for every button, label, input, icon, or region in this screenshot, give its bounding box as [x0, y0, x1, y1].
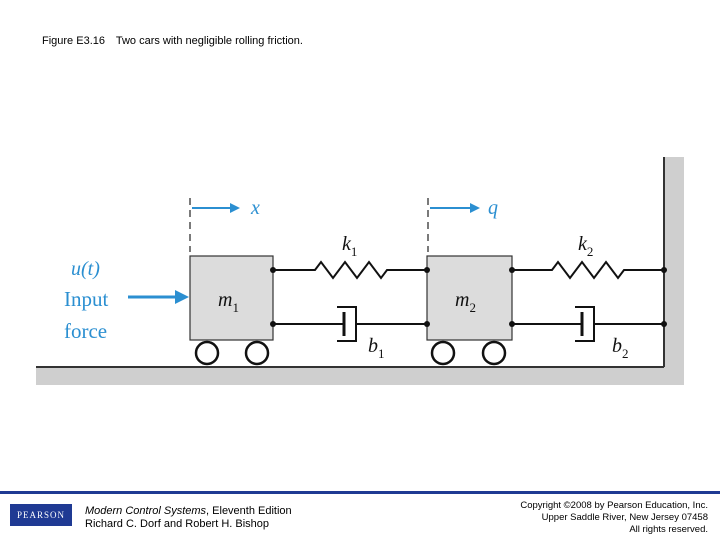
wall [664, 157, 684, 385]
input-force-arrow-head [175, 290, 189, 304]
copyright-line-1: Copyright ©2008 by Pearson Education, In… [520, 500, 708, 511]
q-label: q [488, 197, 498, 219]
figure-title: Two cars with negligible rolling frictio… [115, 35, 303, 47]
copyright-line-2: Upper Saddle River, New Jersey 07458 [541, 512, 708, 523]
b2-label: b2 [612, 335, 629, 361]
book-authors: Richard C. Dorf and Robert H. Bishop [85, 518, 270, 530]
figure-caption: Figure E3.16 Two cars with negligible ro… [42, 35, 303, 47]
m2-label: m2 [455, 289, 476, 315]
cart-m2-wheel-right [481, 340, 507, 366]
copyright-notice: Copyright ©2008 by Pearson Education, In… [520, 500, 708, 536]
x-label: x [250, 197, 260, 219]
book-credit: Modern Control Systems, Eleventh Edition… [85, 505, 292, 531]
ground [36, 367, 684, 385]
spring-k2 [512, 260, 664, 280]
cart-m1 [189, 255, 274, 341]
cart-m2-wheel-left [430, 340, 456, 366]
q-arrow-head [470, 203, 480, 213]
k2-label: k2 [578, 233, 593, 259]
force-label: force [64, 319, 107, 343]
publisher-logo: PEARSON [10, 504, 72, 526]
cart-m1-wheel-left [194, 340, 220, 366]
copyright-line-3: All rights reserved. [629, 524, 708, 535]
u-t-label: u(t) [71, 258, 100, 280]
spring-k1 [273, 260, 427, 280]
m1-label: m1 [218, 289, 239, 315]
figure-number: Figure E3.16 [42, 35, 105, 47]
book-edition: , Eleventh Edition [206, 505, 292, 517]
x-arrow-head [230, 203, 240, 213]
input-label: Input [64, 287, 108, 311]
b1-label: b1 [368, 335, 385, 361]
cart-m1-wheel-right [244, 340, 270, 366]
book-title: Modern Control Systems [85, 505, 207, 517]
footer-divider [0, 491, 720, 494]
k1-label: k1 [342, 233, 357, 259]
cart-m2 [426, 255, 513, 341]
